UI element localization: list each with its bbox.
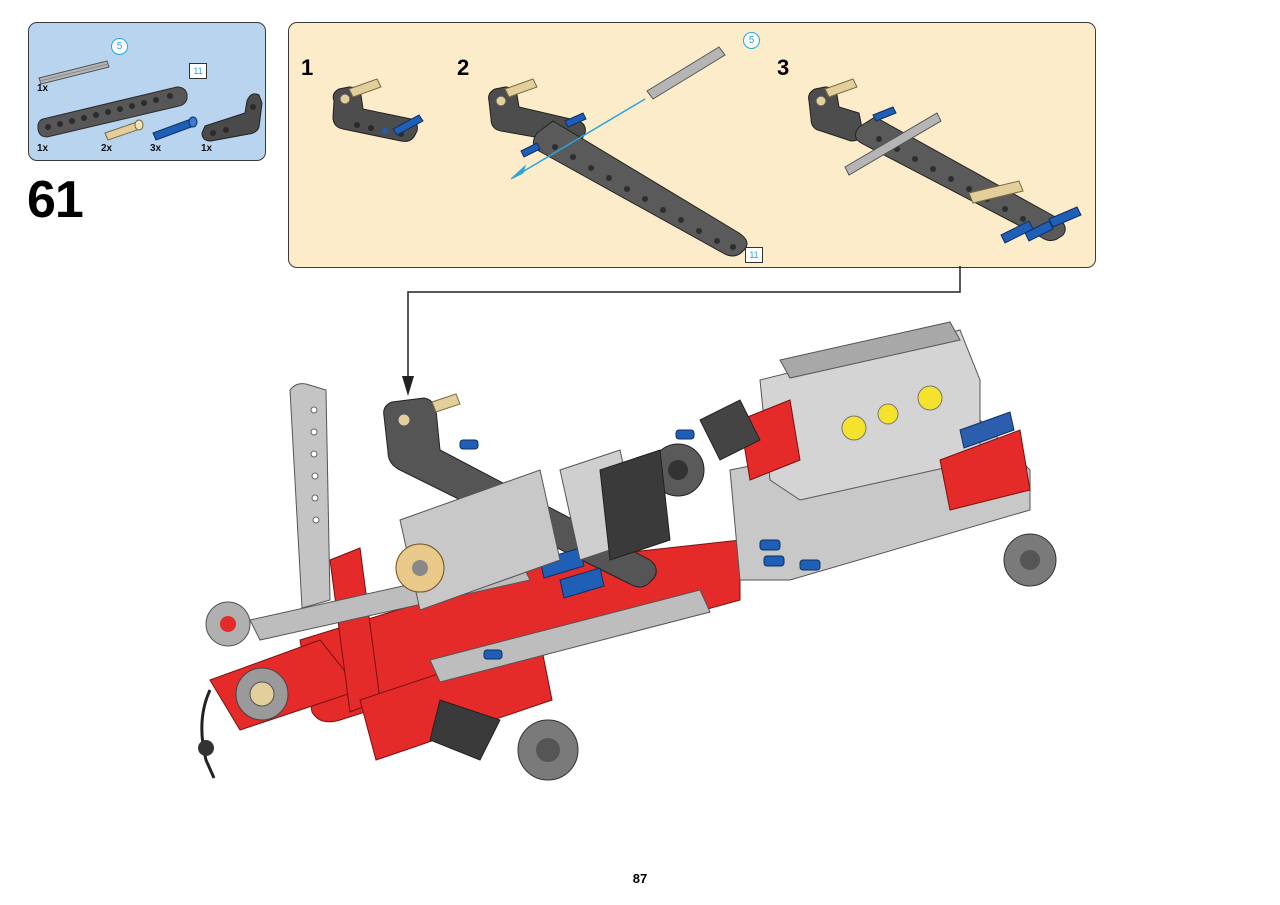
blue-pin-qty: 3x — [150, 143, 162, 154]
substep-1-number: 1 — [301, 55, 314, 80]
front-hub — [1003, 533, 1057, 587]
tan-pin-part — [104, 119, 144, 141]
front-section — [599, 321, 1031, 581]
substep-2-number: 2 — [457, 55, 470, 80]
angle-beam-part — [201, 93, 263, 142]
rear-hub — [235, 667, 289, 721]
string-hook — [200, 689, 216, 779]
axle-length-callout: 5 — [111, 38, 128, 55]
substep-axle-callout: 5 — [743, 32, 760, 49]
axle-qty: 1x — [37, 83, 49, 94]
beam-part — [37, 86, 188, 138]
beam-length-label: 11 — [189, 63, 207, 79]
tan-pin-qty: 2x — [101, 143, 113, 154]
substep-1-assembly — [332, 78, 424, 142]
substep-beam-length-label: 11 — [745, 247, 763, 263]
step-number: 61 — [27, 171, 84, 229]
subassembly-art — [332, 46, 1082, 257]
subassembly-panel: 1 2 3 5 11 — [288, 22, 1096, 268]
axle-part — [38, 60, 110, 85]
rear-gear — [205, 601, 251, 647]
substep-3-assembly — [808, 78, 1082, 244]
middle-hub — [429, 699, 579, 781]
angle-beam-qty: 1x — [201, 143, 213, 154]
substep-3-number: 3 — [777, 55, 790, 80]
blue-pin-part — [152, 116, 198, 141]
substep-2-assembly — [488, 46, 748, 257]
beam-qty: 1x — [37, 143, 49, 154]
parts-art — [37, 60, 263, 142]
blue-pins — [459, 429, 821, 660]
parts-list-panel: 1x 5 11 1x 2x 3x 1x — [28, 22, 266, 161]
page-number: 87 — [632, 871, 648, 886]
